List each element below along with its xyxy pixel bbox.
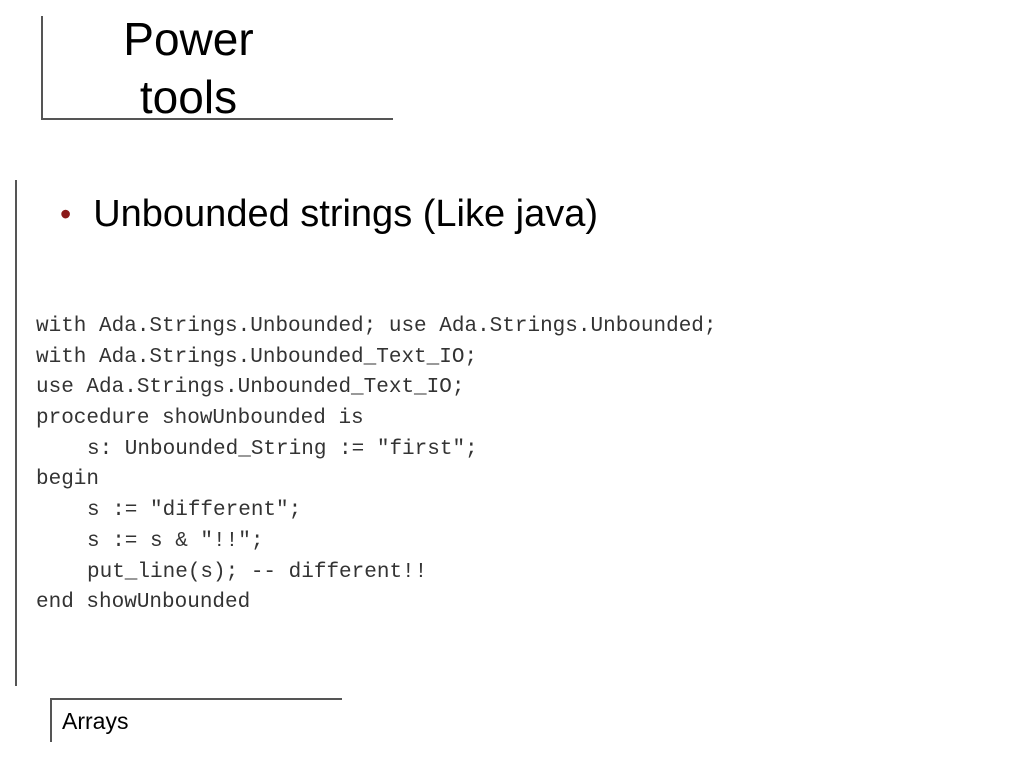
bullet-dot-icon: •	[60, 196, 72, 232]
slide-title: Power tools	[123, 13, 254, 123]
code-block: with Ada.Strings.Unbounded; use Ada.Stri…	[36, 312, 717, 619]
bullet-item: • Unbounded strings (Like java)	[60, 188, 598, 240]
code-line: s: Unbounded_String := "first";	[87, 437, 478, 461]
title-left-rule	[41, 16, 43, 119]
code-line: with Ada.Strings.Unbounded_Text_IO;	[36, 345, 478, 369]
footer-top-rule	[50, 698, 342, 700]
title-bottom-rule	[41, 118, 393, 120]
title-frame: Power tools	[41, 13, 393, 123]
content-left-rule	[15, 180, 17, 686]
code-line: end showUnbounded	[36, 591, 251, 615]
footer-frame: Arrays	[50, 698, 342, 743]
bullet-text: Unbounded strings (Like java)	[93, 193, 599, 235]
footer-left-rule	[50, 698, 52, 742]
code-line: put_line(s); -- different!!	[87, 560, 428, 584]
code-line: s := "different";	[87, 499, 302, 523]
code-line: begin	[36, 468, 100, 492]
code-line: s := s & "!!";	[87, 529, 264, 553]
footer-label: Arrays	[62, 708, 129, 734]
code-line: procedure showUnbounded is	[36, 407, 364, 431]
code-line: use Ada.Strings.Unbounded_Text_IO;	[36, 376, 465, 400]
code-line: with Ada.Strings.Unbounded; use Ada.Stri…	[36, 315, 717, 338]
